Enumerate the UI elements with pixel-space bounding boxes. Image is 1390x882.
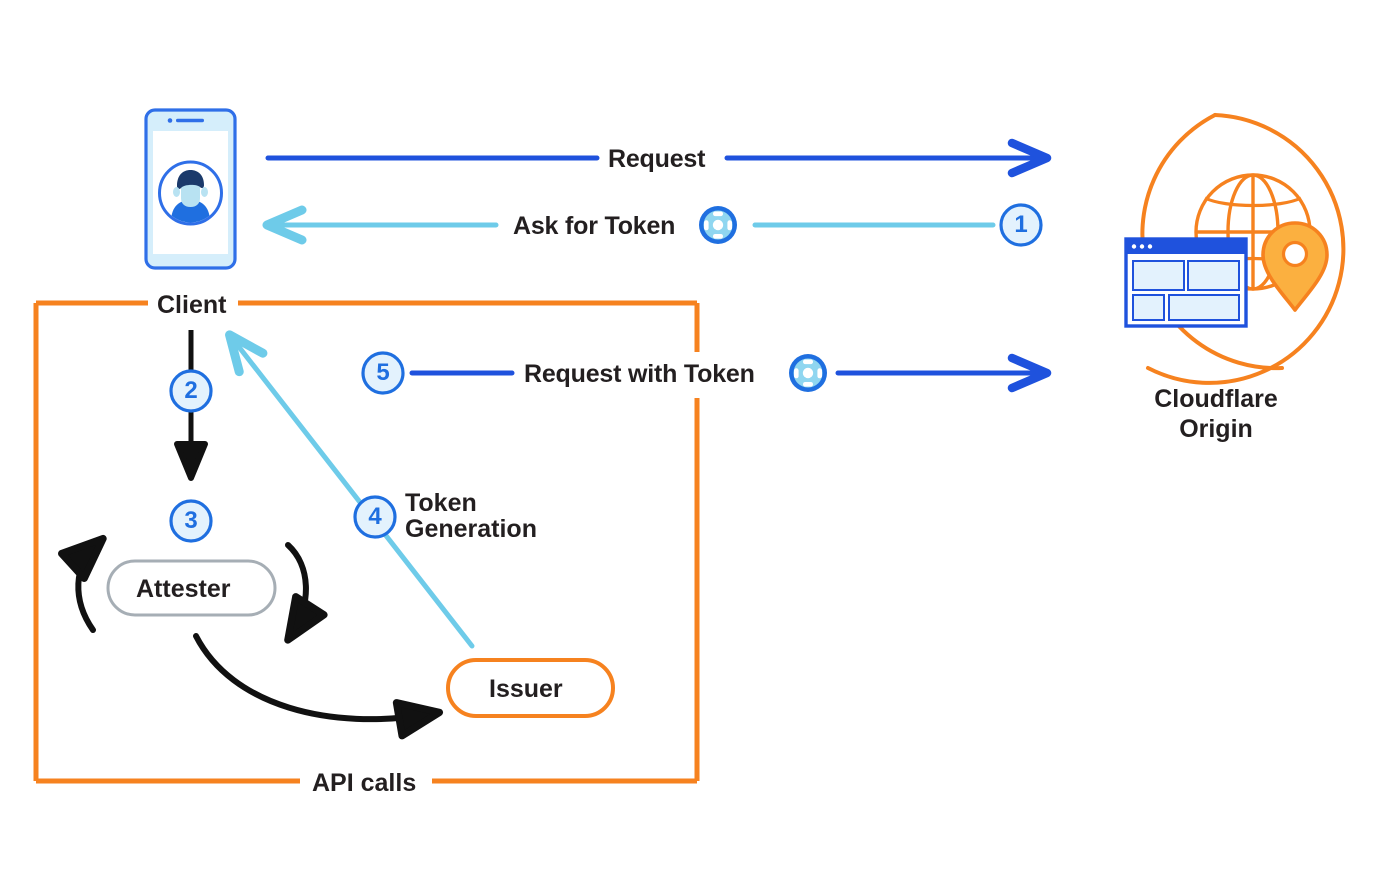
step-badge-4-label: 4 <box>368 503 382 530</box>
step-badge-5 <box>361 351 405 395</box>
attester-node[interactable] <box>106 559 277 617</box>
step-badge-3-label: 3 <box>184 507 198 534</box>
issuer-label[interactable]: Issuer <box>489 675 563 703</box>
boundary-label-client: Client <box>149 291 235 321</box>
step-badge-3 <box>169 499 213 543</box>
step-badge-5-label: 5 <box>376 359 390 386</box>
private-access-token-icon <box>699 206 737 244</box>
private-access-token-icon <box>789 354 827 392</box>
origin-label-line2: Origin <box>1179 415 1253 443</box>
step-badge-1 <box>999 203 1043 247</box>
flow-label-request-with-token: Request with Token <box>524 360 755 388</box>
step-badge-2-label: 2 <box>184 377 198 404</box>
browser-window-icon <box>1124 237 1248 328</box>
flow-label-request: Request <box>608 145 706 173</box>
issuer-node[interactable] <box>446 658 615 718</box>
flow-label-token-generation-line2: Generation <box>405 515 537 543</box>
flow-arrow-token-generation <box>225 330 475 649</box>
origin-label-line1: Cloudflare <box>1154 385 1278 413</box>
flow-arrow-attester-to-issuer <box>193 633 444 740</box>
flow-arrow-attester-loop-left <box>58 534 107 633</box>
client-boundary-box <box>33 300 700 784</box>
step-badge-4 <box>353 495 397 539</box>
step-badge-2 <box>169 369 213 413</box>
user-avatar-icon <box>158 160 223 226</box>
flow-arrow-attester-loop-right <box>284 542 328 644</box>
flow-label-token-generation-line1: Token <box>405 489 477 517</box>
attester-label[interactable]: Attester <box>136 575 231 603</box>
step-badge-1-label: 1 <box>1014 211 1028 238</box>
map-pin-icon <box>1261 221 1329 312</box>
boundary-label-api-calls: API calls <box>304 769 425 799</box>
flow-label-ask-for-token: Ask for Token <box>513 212 676 240</box>
